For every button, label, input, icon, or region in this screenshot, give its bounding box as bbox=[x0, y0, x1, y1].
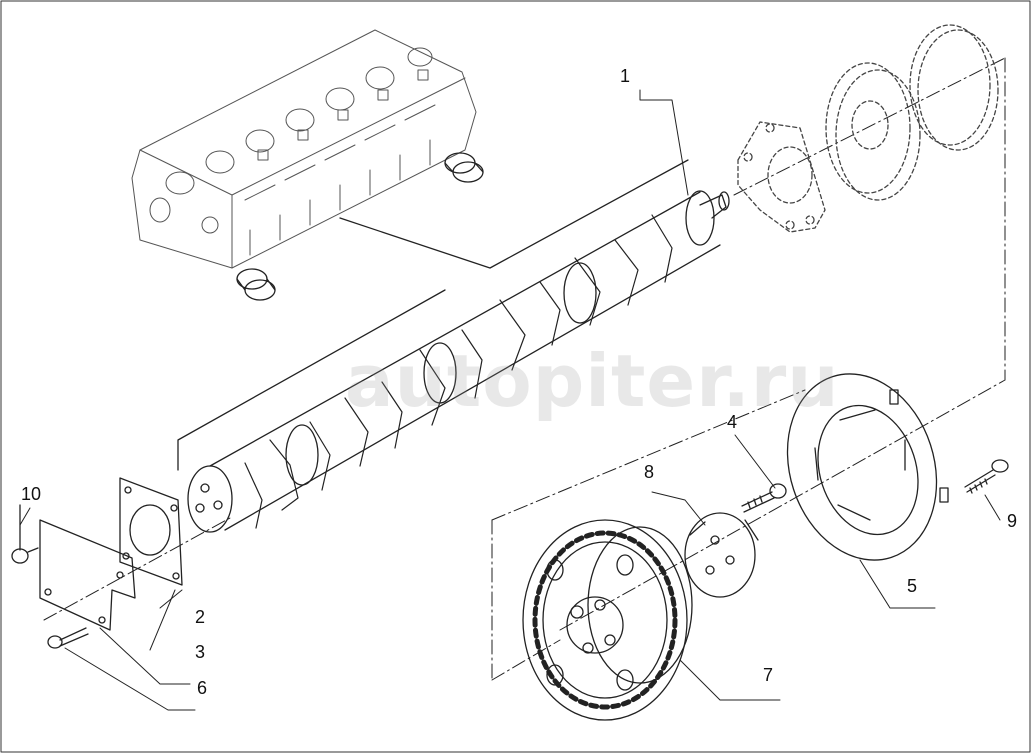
part-label-10: 10 bbox=[21, 484, 42, 504]
stud bbox=[11, 504, 39, 564]
watermark: autopiter.ru bbox=[345, 339, 840, 423]
camshaft-bushing-lower bbox=[236, 268, 276, 301]
part-label-4: 4 bbox=[727, 412, 738, 432]
bolt bbox=[741, 483, 787, 513]
callout-line bbox=[339, 159, 689, 269]
camshaft-timing-gear bbox=[522, 519, 693, 721]
bolt bbox=[964, 459, 1009, 494]
centerline bbox=[43, 57, 1006, 681]
part-label-1: 1 bbox=[620, 66, 631, 86]
leader-line bbox=[19, 89, 1001, 711]
bolt bbox=[47, 627, 89, 649]
callout-line bbox=[177, 289, 446, 471]
cover-plate bbox=[39, 519, 136, 631]
part-label-6: 6 bbox=[197, 678, 208, 698]
cylinder-head bbox=[131, 29, 477, 269]
gasket bbox=[119, 477, 183, 586]
part-label-9: 9 bbox=[1007, 511, 1018, 531]
camshaft bbox=[187, 190, 730, 533]
camshaft-bushing-upper bbox=[444, 152, 484, 183]
part-label-7: 7 bbox=[763, 665, 774, 685]
part-label-3: 3 bbox=[195, 642, 206, 662]
part-label-8: 8 bbox=[644, 462, 655, 482]
phantom-cover bbox=[737, 24, 999, 233]
spacer-disc bbox=[684, 512, 759, 598]
part-label-5: 5 bbox=[907, 576, 918, 596]
phonic-wheel bbox=[786, 373, 949, 561]
part-label-2: 2 bbox=[195, 607, 206, 627]
